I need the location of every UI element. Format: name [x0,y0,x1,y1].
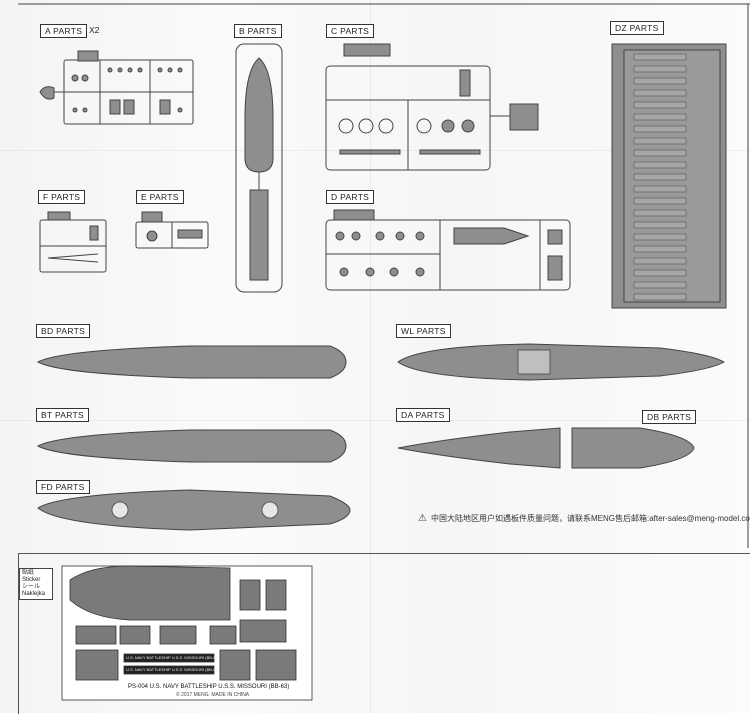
label-bt-parts: BT PARTS [36,408,90,422]
sticker-label: 贴纸 Sticker シール Naklejka [19,568,53,600]
after-sales-notice: ⚠中国大陆地区用户如遇板件质量问题，请联系MENG售后邮箱:after-sale… [418,513,750,524]
label-d-parts: D PARTS [326,190,375,204]
sticker-label-line-3: シール [22,584,41,590]
sprue-c [325,43,539,171]
label-db-parts: DB PARTS [642,410,697,424]
hull-fd [37,489,351,531]
fold-line-horizontal-2 [0,420,750,421]
sprue-f [39,211,107,273]
dz-deck-planks [633,53,687,301]
sticker-sheet-drawing [61,565,313,701]
sprue-b [235,43,283,293]
sticker-strip-2: U.S. NAVY BATTLESHIP U.S.S. MISSOURI (BB… [126,667,220,672]
warning-icon: ⚠ [418,513,427,524]
a-parts-quantity: X2 [89,25,100,35]
sticker-strip-1: U.S. NAVY BATTLESHIP U.S.S. MISSOURI (BB… [126,655,220,660]
sticker-label-line-2: Sticker [22,577,41,583]
sticker-title: PS-004 U.S. NAVY BATTLESHIP U.S.S. MISSO… [128,684,290,690]
sprue-d [325,209,571,291]
hull-bd [36,345,347,379]
label-bd-parts: BD PARTS [36,324,91,338]
label-c-parts: C PARTS [326,24,375,38]
label-b-parts: B PARTS [234,24,282,38]
label-a-parts: A PARTS [40,24,88,38]
fold-line-vertical [370,0,371,713]
label-dz-parts: DZ PARTS [610,21,664,35]
label-wl-parts: WL PARTS [396,324,451,338]
label-fd-parts: FD PARTS [36,480,90,494]
hull-bt [36,429,347,463]
label-e-parts: E PARTS [136,190,184,204]
hull-wl [397,343,726,381]
after-sales-text: 中国大陆地区用户如遇板件质量问题，请联系MENG售后邮箱:after-sales… [430,514,750,523]
label-da-parts: DA PARTS [396,408,450,422]
sticker-copyright: © 2017 MENG. MADE IN CHINA [176,692,250,698]
sticker-label-line-1: 贴纸 [22,570,35,576]
sticker-section [18,553,750,714]
hull-da [397,427,561,469]
hull-db [571,427,695,469]
sticker-label-line-4: Naklejka [22,591,46,597]
label-f-parts: F PARTS [38,190,86,204]
sprue-e [135,211,209,249]
sprue-a [39,50,194,125]
